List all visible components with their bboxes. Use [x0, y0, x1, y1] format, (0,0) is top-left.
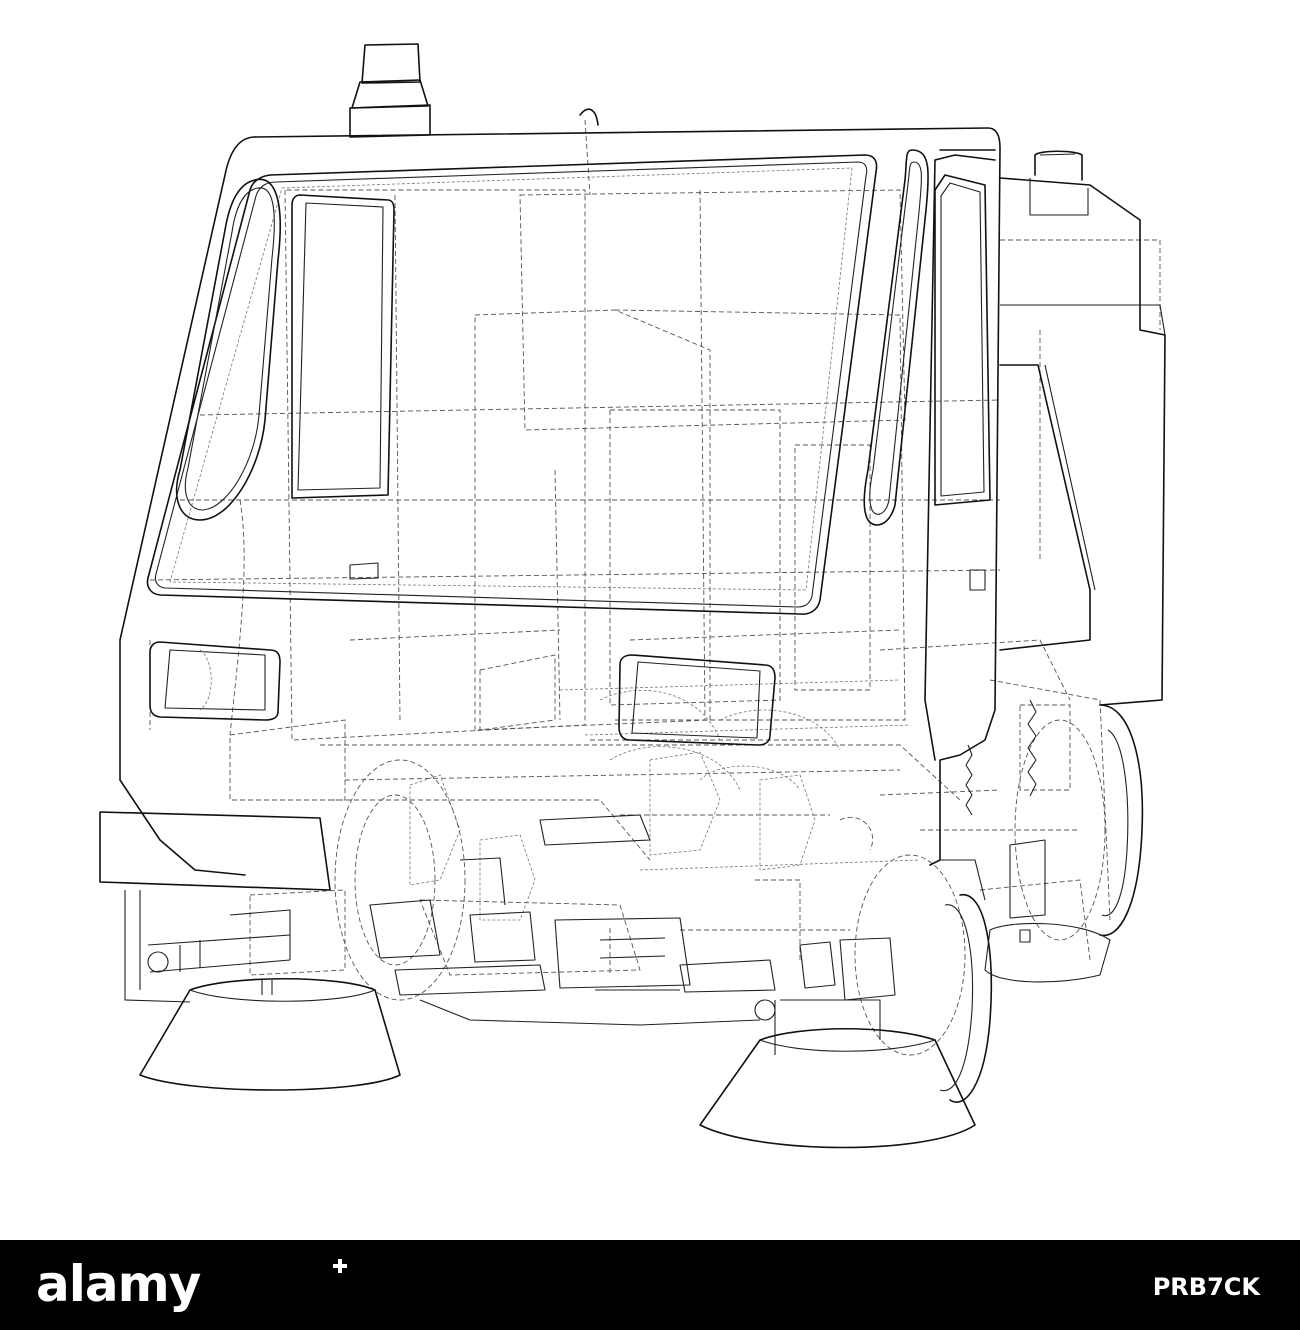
chassis-details — [369, 814, 896, 1001]
center-panel — [618, 654, 776, 746]
hidden-lines — [149, 119, 1161, 976]
front-right-wheel — [939, 859, 993, 1103]
rear-right-wheel — [984, 704, 1144, 983]
side-window — [175, 178, 395, 521]
front-bumper — [99, 811, 761, 1026]
logo-mark-icon — [333, 1259, 347, 1273]
hidden-wheels — [334, 719, 1106, 1056]
street-sweeper-wireframe-drawing — [99, 43, 1166, 1149]
rear-hopper — [999, 150, 1166, 706]
suspension-springs — [965, 699, 1037, 816]
watermark-footer: alamy PRB7CK — [0, 1240, 1300, 1330]
right-broom — [699, 999, 976, 1149]
headlight — [149, 641, 281, 721]
image-id-label: PRB7CK — [1152, 1273, 1260, 1301]
alamy-logo: alamy — [36, 1255, 201, 1313]
left-broom — [139, 977, 401, 1091]
right-door — [349, 149, 991, 591]
cab-body — [119, 43, 1001, 876]
windshield — [146, 154, 878, 615]
street-sweeper-svg — [99, 43, 1166, 1149]
